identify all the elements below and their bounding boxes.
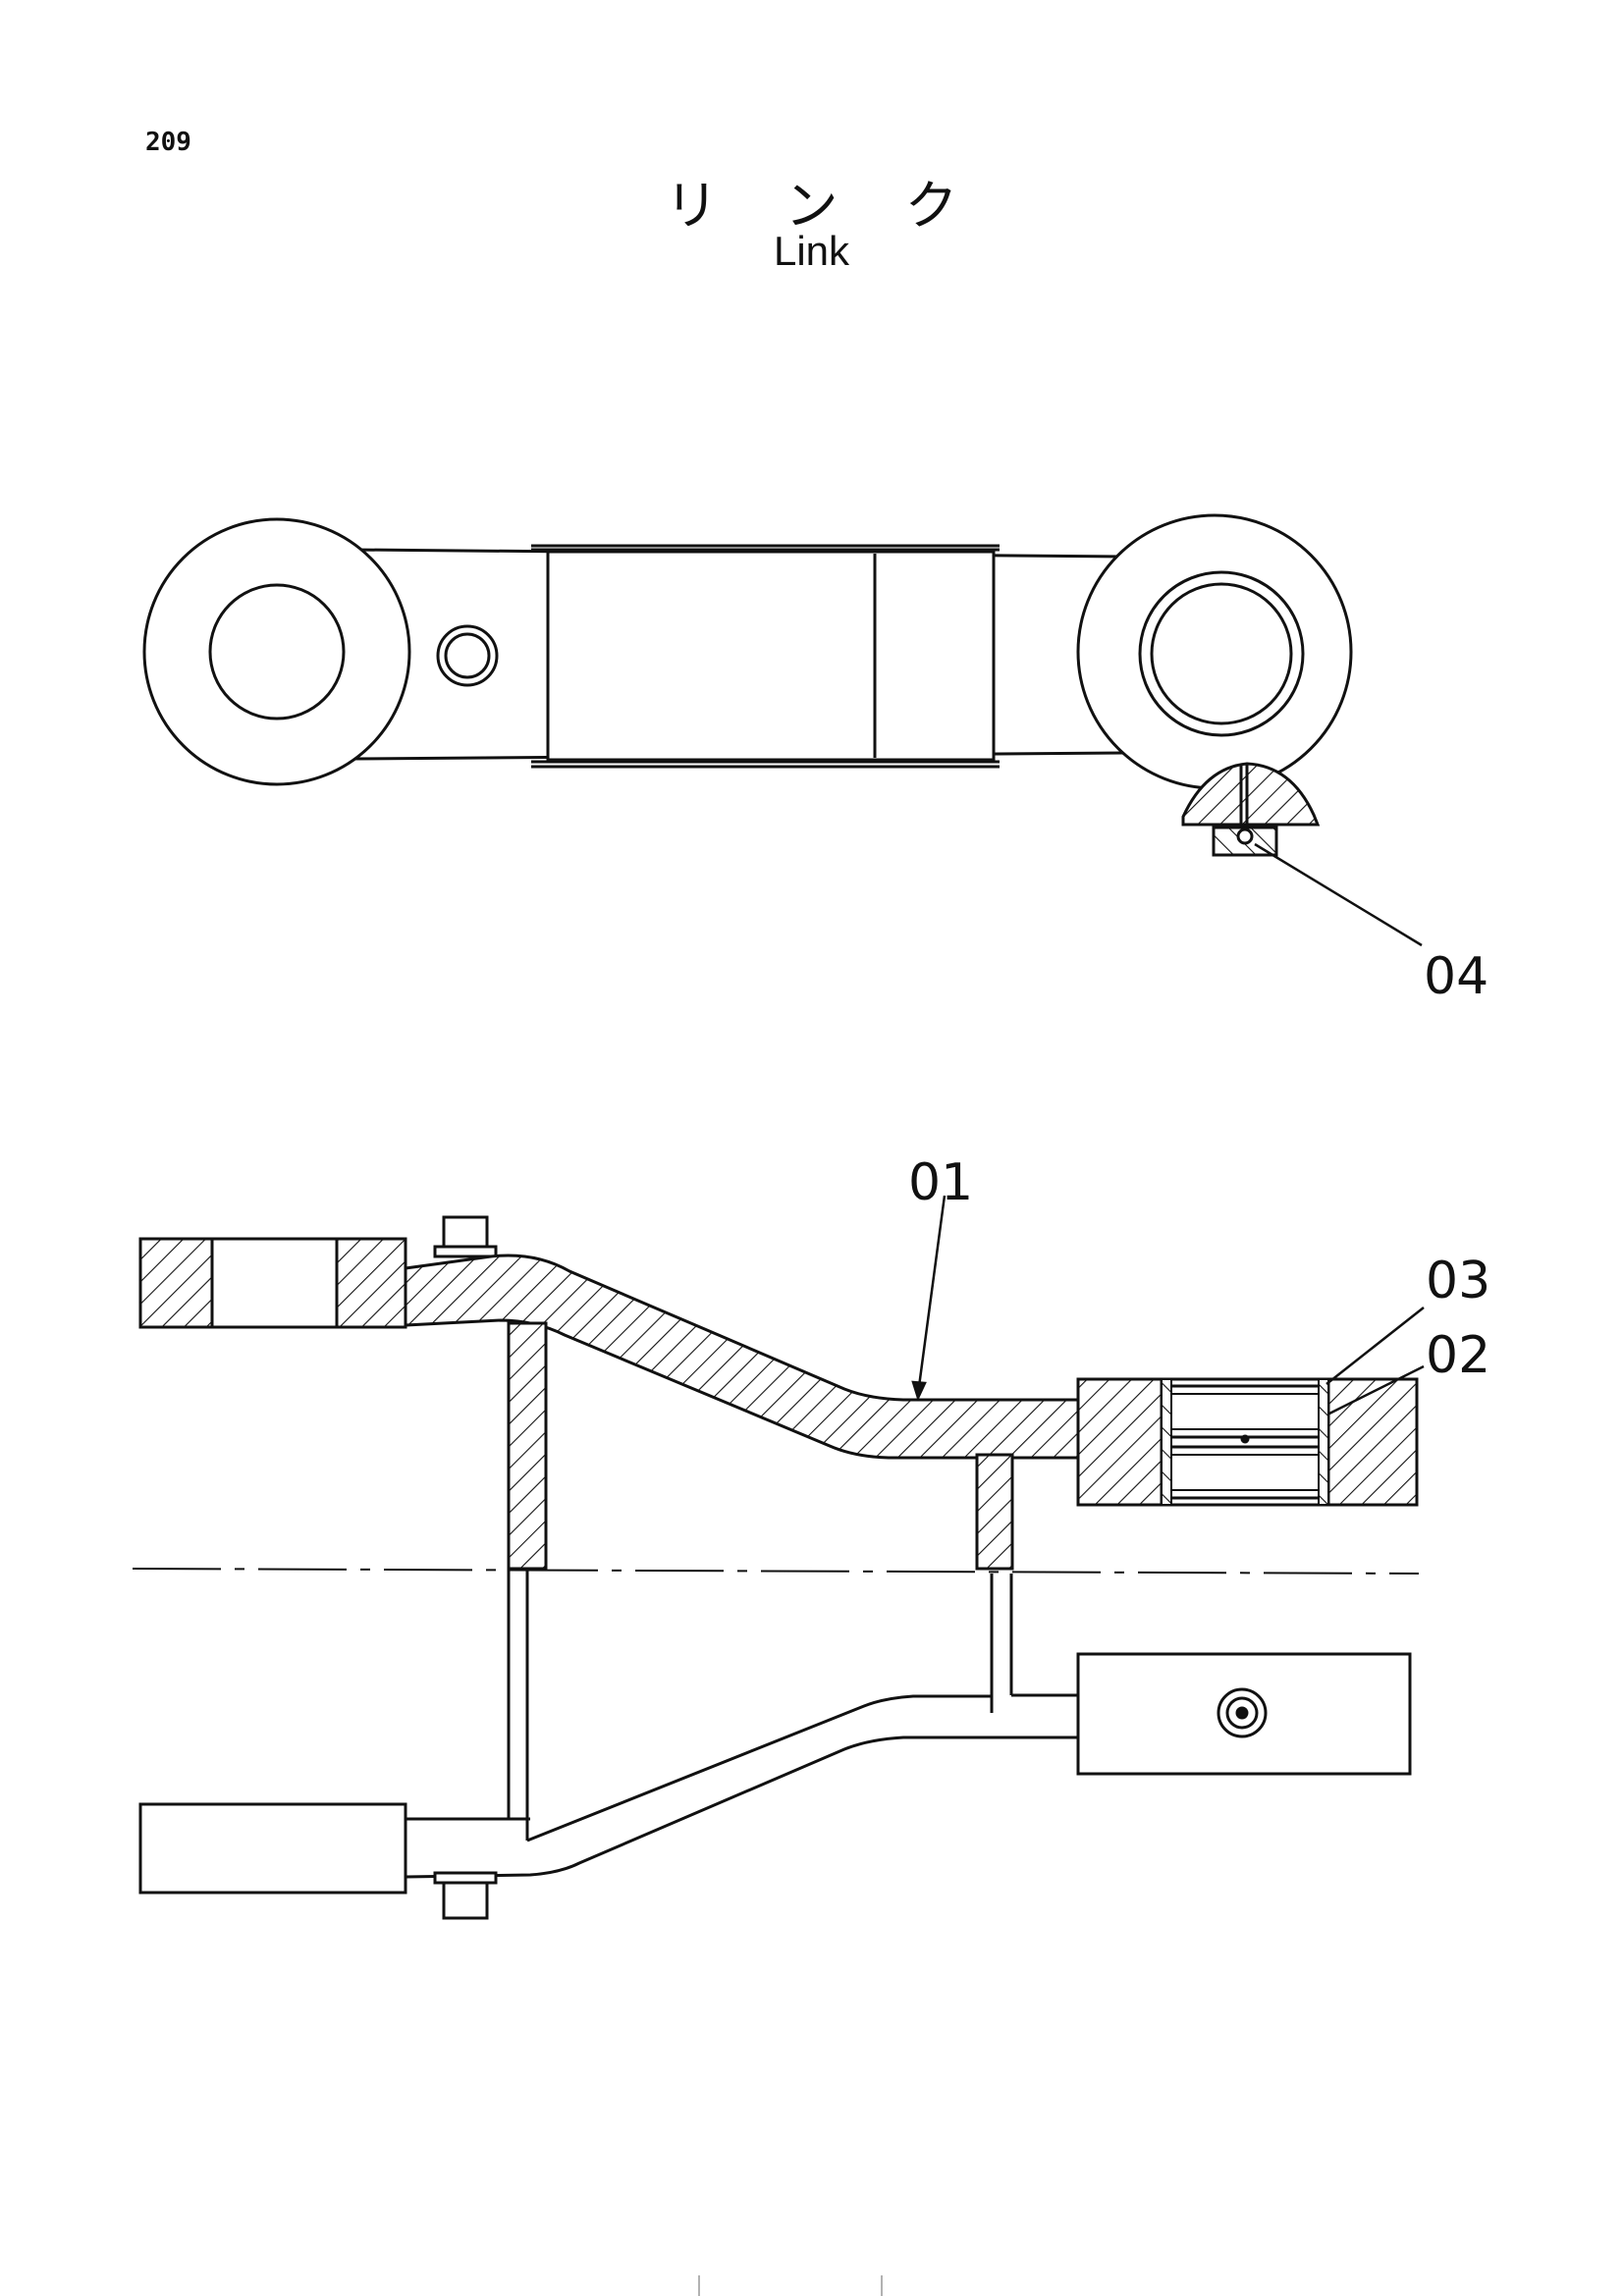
left-boss [142,517,411,786]
section-view [132,1195,1425,1920]
centerline [132,1568,1420,1575]
callout-02: 02 [1426,1326,1490,1385]
center-sleeve [546,550,996,762]
bolt-top [442,1215,489,1251]
link-plate [404,1254,1080,1460]
lower-left-boss [138,1802,407,1895]
left-bore [208,583,346,721]
pin-hole [436,624,499,687]
title-english: Link [773,228,850,274]
callout-01: 01 [908,1153,973,1212]
right-bore-inner [1150,582,1293,725]
top-view [142,513,1423,947]
callout-03: 03 [1426,1252,1490,1310]
title-japanese: リンク [665,175,1025,237]
lower-right-boss [1076,1652,1412,1776]
rib-right [975,1453,1014,1571]
leader-lines [911,1195,1425,1415]
rib-left [507,1321,548,1571]
scan-marks [698,2275,883,2296]
page-number: 209 [145,128,191,157]
right-bore-outer [1138,570,1305,737]
right-boss [1076,513,1353,790]
callout-04: 04 [1424,947,1488,1006]
